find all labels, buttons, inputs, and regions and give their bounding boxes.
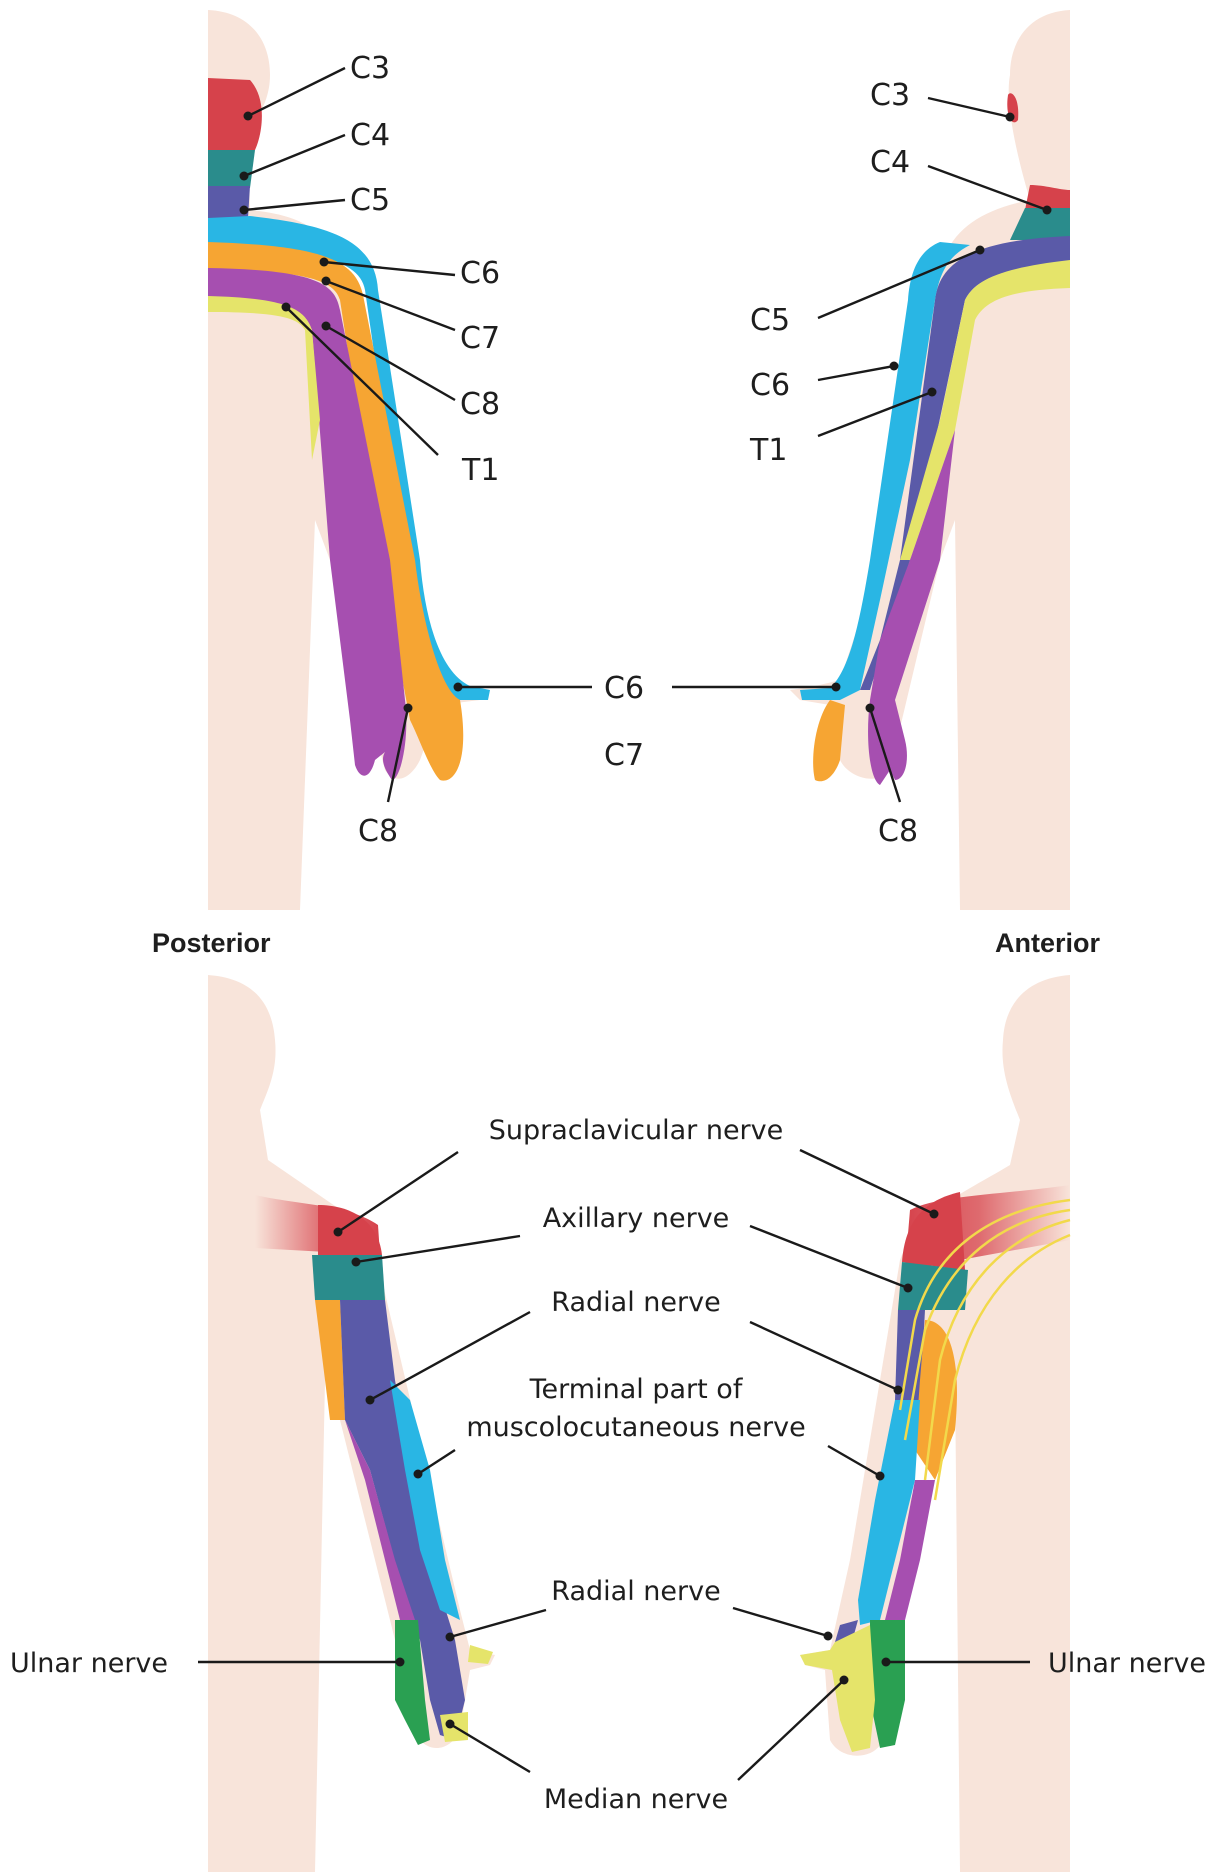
posterior-c8-label: C8 [460,387,500,422]
radial-nerve-label: Radial nerve [551,1287,720,1318]
posterior-c3-label: C3 [350,51,390,86]
anterior-c4-label: C4 [870,145,910,180]
posterior-nerve-figure [208,975,495,1872]
median-nerve-label: Median nerve [544,1784,728,1815]
musculocutaneous-nerve-label-line2: muscolocutaneous nerve [466,1412,805,1443]
posterior-t1-label: T1 [461,453,499,488]
posterior-heading: Posterior [152,928,271,958]
shared-c6-label: C6 [604,671,644,706]
posterior-c4-region [208,150,255,188]
posterior-c4-label: C4 [350,118,390,153]
posterior-hand-c8-label: C8 [358,814,398,849]
posterior-c3-region [208,78,262,152]
posterior-supraclavicular-region [318,1205,382,1262]
anterior-heading: Anterior [995,928,1101,958]
anterior-nerve-figure [800,975,1070,1872]
anterior-c5-label: C5 [750,303,790,338]
musculocutaneous-nerve-label-line1: Terminal part of [529,1374,744,1405]
shared-c7-label: C7 [604,738,644,773]
posterior-c7-label: C7 [460,321,500,356]
ulnar-nerve-right-label: Ulnar nerve [1048,1648,1206,1679]
radial-nerve-hand-label: Radial nerve [551,1576,720,1607]
posterior-dermatome-figure [208,10,490,910]
anterior-c6-label: C6 [750,368,790,403]
anterior-c7-hand [813,700,845,781]
posterior-axillary-region [312,1255,385,1300]
anterior-c3-label: C3 [870,78,910,113]
shared-hand-labels: C6 C7 [454,671,841,773]
supraclavicular-nerve-label: Supraclavicular nerve [489,1115,784,1146]
anterior-t1-label: T1 [749,433,787,468]
posterior-c5-label: C5 [350,183,390,218]
axillary-nerve-label: Axillary nerve [543,1203,730,1234]
posterior-c5-region [208,186,250,220]
ulnar-nerve-left-label: Ulnar nerve [10,1648,168,1679]
anterior-dermatome-figure [790,10,1070,910]
posterior-c6-label: C6 [460,256,500,291]
anterior-hand-c8-label: C8 [878,814,918,849]
